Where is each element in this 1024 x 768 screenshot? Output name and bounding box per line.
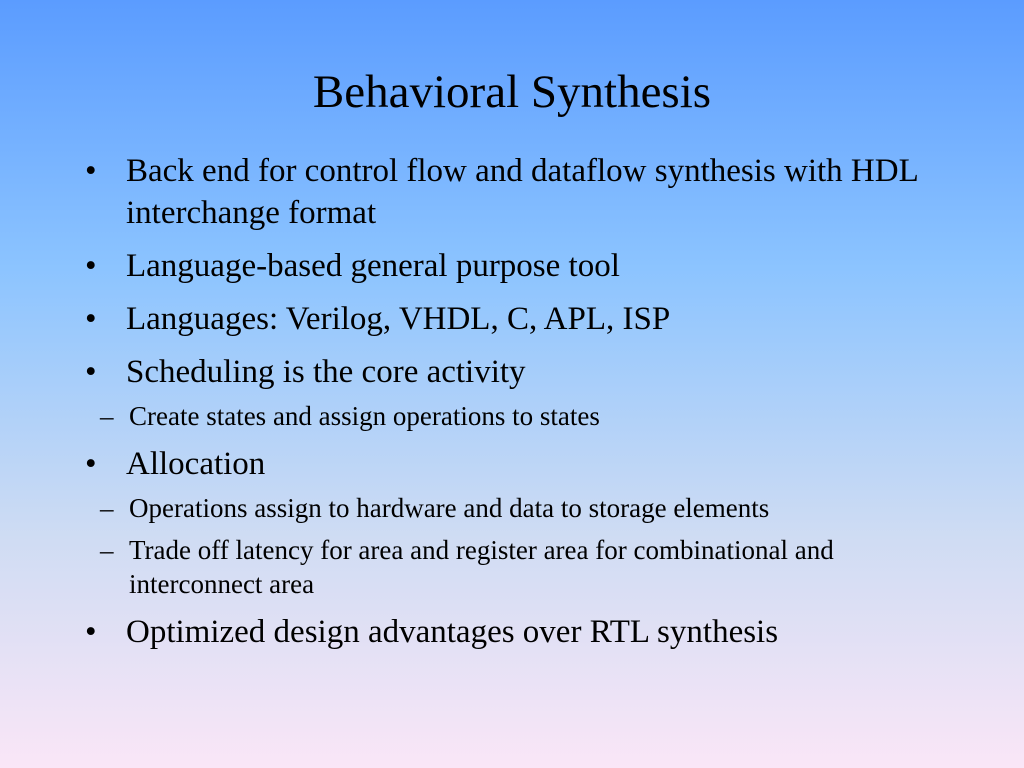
bullet-marker: • [85, 446, 97, 482]
sub-bullet-text: Create states and assign operations to s… [129, 401, 600, 431]
bullet-text: Language-based general purpose tool [126, 248, 620, 284]
sub-bullet-item: – Operations assign to hardware and data… [85, 491, 945, 525]
sub-bullet-list: – Create states and assign operations to… [85, 399, 945, 433]
bullet-text: Back end for control flow and dataflow s… [126, 153, 918, 231]
bullet-list: • Back end for control flow and dataflow… [85, 150, 945, 664]
bullet-group: • Scheduling is the core activity – Crea… [85, 351, 945, 433]
sub-bullet-list: – Operations assign to hardware and data… [85, 491, 945, 601]
bullet-text: Scheduling is the core activity [126, 354, 526, 390]
slide-title: Behavioral Synthesis [312, 66, 712, 118]
bullet-marker: • [85, 614, 97, 650]
bullet-item: • Optimized design advantages over RTL s… [85, 611, 945, 653]
bullet-marker: • [85, 354, 97, 390]
bullet-group: • Allocation – Operations assign to hard… [85, 443, 945, 601]
sub-bullet-text: Operations assign to hardware and data t… [129, 493, 770, 523]
bullet-marker: • [85, 153, 97, 189]
sub-bullet-marker: – [100, 493, 114, 523]
sub-bullet-item: – Trade off latency for area and registe… [85, 533, 945, 601]
bullet-marker: • [85, 248, 97, 284]
sub-bullet-text: Trade off latency for area and register … [129, 535, 834, 599]
sub-bullet-item: – Create states and assign operations to… [85, 399, 945, 433]
bullet-item: • Allocation [85, 443, 945, 485]
sub-bullet-marker: – [100, 401, 114, 431]
bullet-item: • Back end for control flow and dataflow… [85, 150, 945, 234]
bullet-text: Allocation [126, 446, 266, 482]
bullet-item: • Language-based general purpose tool [85, 245, 945, 287]
bullet-item: • Scheduling is the core activity [85, 351, 945, 393]
bullet-item: • Languages: Verilog, VHDL, C, APL, ISP [85, 298, 945, 340]
sub-bullet-marker: – [100, 535, 114, 565]
bullet-text: Optimized design advantages over RTL syn… [126, 614, 779, 650]
bullet-marker: • [85, 301, 97, 337]
bullet-text: Languages: Verilog, VHDL, C, APL, ISP [126, 301, 671, 337]
